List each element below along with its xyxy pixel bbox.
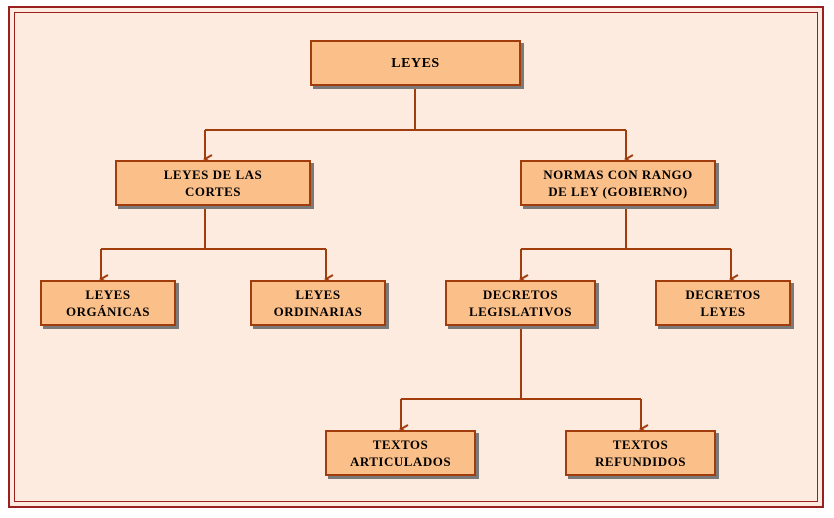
- node-decretos-legislativos: DECRETOS LEGISLATIVOS: [445, 280, 596, 326]
- node-leyes-de-las-cortes: LEYES DE LAS CORTES: [115, 160, 311, 206]
- diagram-inner-frame: [14, 12, 818, 502]
- node-textos-articulados: TEXTOS ARTICULADOS: [325, 430, 476, 476]
- node-leyes-organicas: LEYES ORGÁNICAS: [40, 280, 176, 326]
- node-textos-refundidos: TEXTOS REFUNDIDOS: [565, 430, 716, 476]
- node-leyes-root: LEYES: [310, 40, 521, 86]
- node-leyes-ordinarias: LEYES ORDINARIAS: [250, 280, 386, 326]
- node-decretos-leyes: DECRETOS LEYES: [655, 280, 791, 326]
- node-normas-con-rango-de-ley: NORMAS CON RANGO DE LEY (GOBIERNO): [520, 160, 716, 206]
